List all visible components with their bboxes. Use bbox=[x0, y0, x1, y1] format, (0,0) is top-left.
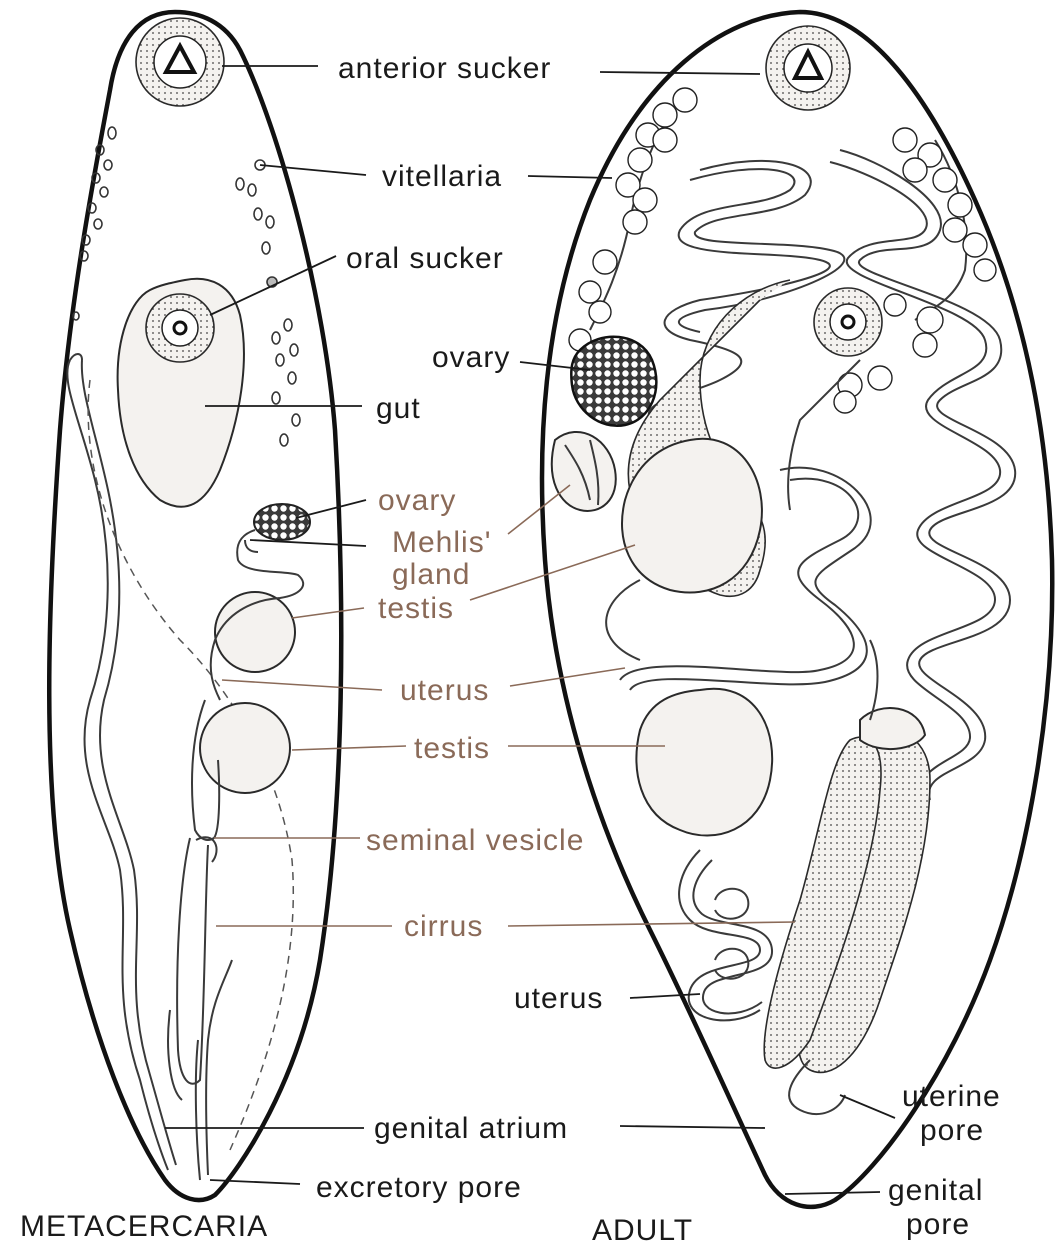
adult-anterior-sucker bbox=[766, 26, 850, 110]
adult-testis-lower bbox=[636, 689, 772, 836]
adult-oral-sucker bbox=[814, 288, 882, 356]
label-mehlis-gland-line1: Mehlis' bbox=[392, 526, 491, 559]
label-uterus-lower: uterus bbox=[514, 982, 603, 1015]
label-mehlis-gland-line2: gland bbox=[392, 558, 470, 591]
metacercaria-testis-lower bbox=[200, 703, 290, 793]
label-oral-sucker: oral sucker bbox=[346, 242, 504, 275]
label-uterus-upper: uterus bbox=[400, 674, 489, 707]
label-gut: gut bbox=[376, 392, 421, 425]
label-anterior-sucker: anterior sucker bbox=[338, 52, 551, 85]
label-testis-upper: testis bbox=[378, 592, 454, 625]
metacercaria-anterior-sucker bbox=[136, 18, 224, 106]
title-adult: ADULT bbox=[592, 1214, 693, 1247]
label-seminal-vesicle: seminal vesicle bbox=[366, 824, 584, 857]
label-genital-pore-line1: genital bbox=[888, 1174, 983, 1207]
label-cirrus: cirrus bbox=[404, 910, 483, 943]
label-genital-atrium: genital atrium bbox=[374, 1112, 568, 1145]
label-vitellaria: vitellaria bbox=[382, 160, 502, 193]
label-testis-lower: testis bbox=[414, 732, 490, 765]
adult-ovary bbox=[571, 337, 656, 426]
label-uterine-pore-line1: uterine bbox=[902, 1080, 1001, 1113]
label-ovary-lower: ovary bbox=[378, 484, 456, 517]
metacercaria-oral-sucker bbox=[146, 294, 214, 362]
label-excretory-pore: excretory pore bbox=[316, 1171, 522, 1204]
label-genital-pore-line2: pore bbox=[906, 1208, 970, 1241]
metacercaria-body bbox=[49, 12, 341, 1200]
label-ovary-upper: ovary bbox=[432, 341, 510, 374]
title-metacercaria: METACERCARIA bbox=[20, 1210, 268, 1243]
label-uterine-pore-line2: pore bbox=[920, 1114, 984, 1147]
